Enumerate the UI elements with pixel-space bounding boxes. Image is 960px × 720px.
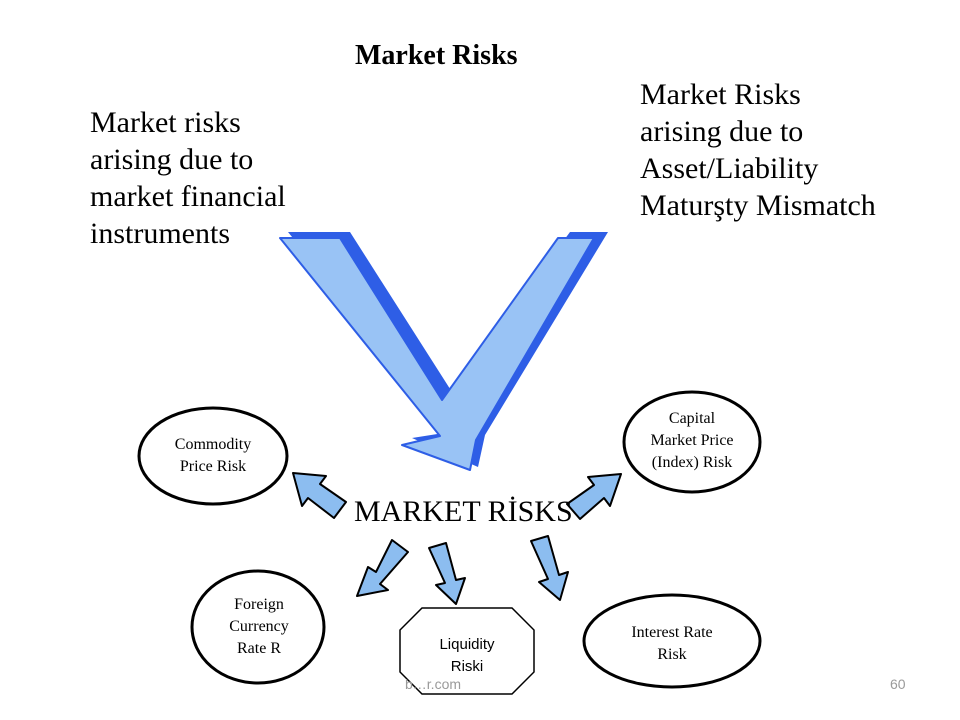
interest-line-2: Risk [657, 646, 687, 663]
right-line-2: arising due to [640, 115, 804, 148]
foreign-line-1: Foreign [234, 596, 284, 613]
slide-title: Market Risks [355, 40, 518, 71]
big-v-arrow [279, 232, 608, 471]
big-v-arrow-body [279, 237, 595, 471]
left-line-4: instruments [90, 217, 230, 250]
liquidity-label: Liquidity Riski [400, 634, 534, 678]
liquidity-octagon [399, 607, 535, 695]
right-line-3: Asset/Liability [640, 152, 819, 185]
arrow-to-interest [530, 535, 569, 601]
right-text-block: Market Risks arising due to Asset/Liabil… [640, 76, 950, 224]
interest-line-1: Interest Rate [631, 624, 713, 641]
capital-oval [622, 390, 762, 494]
page-number: 60 [890, 676, 906, 692]
left-text-block: Market risks arising due to market finan… [90, 104, 390, 252]
left-line-2: arising due to [90, 143, 254, 176]
footer-url: b…r.com [405, 676, 462, 692]
foreign-line-3: Rate R [237, 640, 281, 657]
interest-label: Interest Rate Risk [584, 622, 760, 666]
right-line-4: Maturşty Mismatch [640, 189, 876, 222]
liquidity-line-2: Riski [450, 658, 484, 675]
foreign-line-2: Currency [229, 618, 289, 635]
capital-label: Capital Market Price (Index) Risk [622, 408, 762, 474]
foreign-label: Foreign Currency Rate R [194, 594, 324, 660]
arrow-to-capital [566, 473, 622, 520]
capital-line-2: Market Price [650, 432, 734, 449]
interest-oval [582, 593, 762, 689]
commodity-label: Commodity Price Risk [140, 434, 286, 478]
right-line-1: Market Risks [640, 78, 801, 111]
left-line-3: market financial [90, 180, 286, 213]
left-line-1: Market risks [90, 106, 241, 139]
commodity-oval [137, 406, 289, 506]
center-label: MARKET RİSKS [354, 495, 573, 528]
commodity-line-1: Commodity [174, 436, 252, 453]
arrow-to-commodity [292, 472, 347, 519]
liquidity-line-1: Liquidity [439, 636, 495, 653]
capital-line-1: Capital [668, 410, 716, 427]
arrow-to-foreign [356, 539, 409, 597]
capital-line-3: (Index) Risk [651, 454, 733, 471]
arrow-to-liquidity [428, 542, 466, 605]
foreign-oval [190, 569, 326, 685]
commodity-line-2: Price Risk [179, 458, 247, 475]
